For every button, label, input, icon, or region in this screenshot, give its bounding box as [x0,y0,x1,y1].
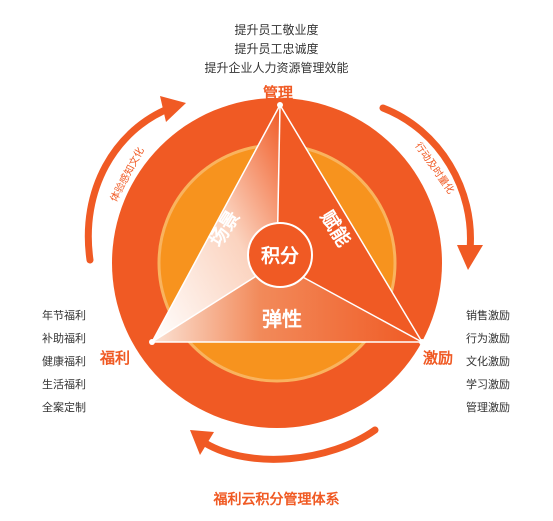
triangle-section-bottom [152,263,422,342]
incentive-item: 文化激励 [466,355,510,368]
arrow-label-bottom: 奖励有效转化 [257,433,317,446]
node-label-top: 管理 [263,84,294,102]
node-label-right: 激励 [423,349,454,367]
welfare-item: 全案定制 [42,401,86,414]
top-goal-item: 提升员工敬业度 [234,23,319,37]
section-label-bottom: 弹性 [262,307,302,331]
top-goal-item: 提升企业人力资源管理效能 [204,61,349,75]
right-upper-arrow [379,104,474,254]
footer-title: 福利云积分管理体系 [213,492,340,508]
top-goal-item: 提升员工忠诚度 [234,42,319,56]
center-label: 积分 [261,245,299,267]
left-upper-arrowhead [160,96,186,122]
center-circle [247,222,313,288]
welfare-item: 健康福利 [42,355,86,368]
right-upper-arrowhead [457,245,483,270]
welfare-items-list: 年节福利 补助福利 健康福利 生活福利 全案定制 [42,304,86,419]
incentive-items-list: 销售激励 行为激励 文化激励 学习激励 管理激励 [466,304,510,419]
left-node-dot [149,339,155,345]
bottom-arrow [201,426,379,463]
welfare-item: 年节福利 [42,309,86,322]
incentive-item: 销售激励 [466,309,510,322]
right-node-dot [419,339,425,345]
incentive-item: 行为激励 [466,332,510,345]
welfare-item: 生活福利 [42,378,86,391]
top-node-dot [277,102,283,108]
top-goals-list: 提升员工敬业度 提升员工忠诚度 提升企业人力资源管理效能 [0,21,553,78]
left-upper-arrow [84,104,174,264]
incentive-item: 学习激励 [466,378,510,391]
incentive-item: 管理激励 [466,401,510,414]
bottom-arrowhead [190,430,214,455]
welfare-item: 补助福利 [42,332,86,345]
node-label-left: 福利 [100,349,131,367]
